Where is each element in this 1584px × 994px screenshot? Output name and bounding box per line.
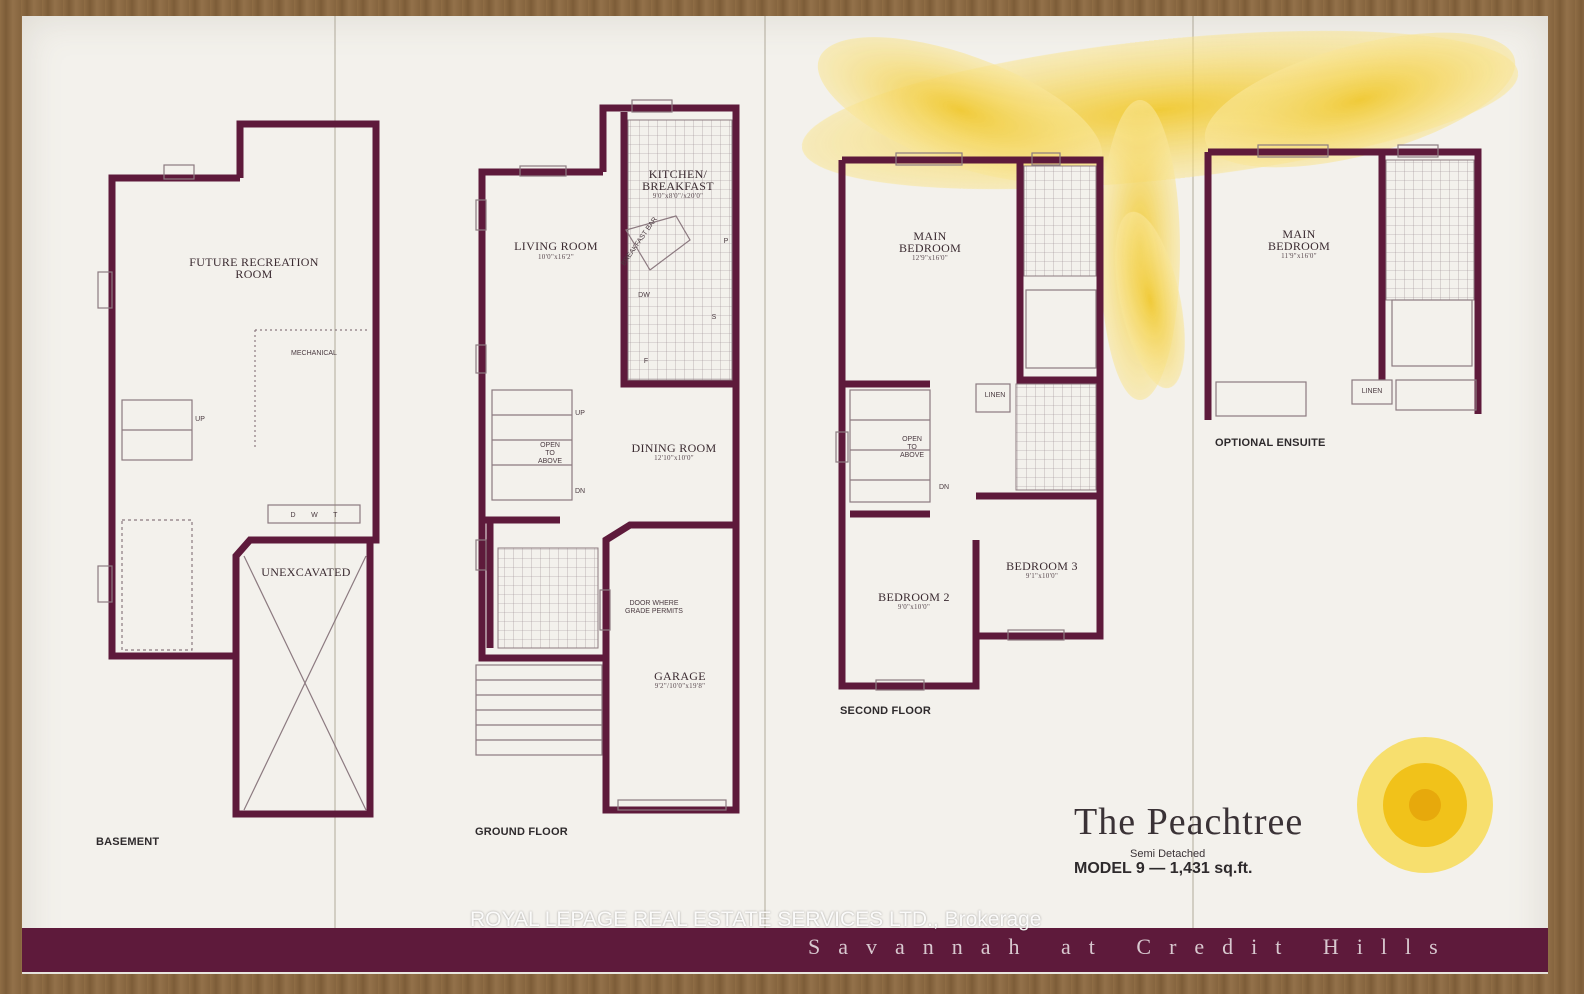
stair-up-ground: UP [575,410,585,417]
optional-ensuite-plan [1204,144,1482,420]
garage-dimensions: 9'2"/10'0"x19'8" [654,682,706,690]
door-where-grade-permits: DOOR WHERE GRADE PERMITS [625,600,683,615]
second-floor-plan [835,152,1104,691]
bedroom-3-dimensions: 9'1"x10'0" [1025,572,1059,580]
model-name: The Peachtree [1074,801,1304,843]
room-living: LIVING ROOM [514,239,598,253]
small-flower [1357,737,1493,873]
kitchen-dimensions: 9'0"x8'0"/x20'0" [652,192,704,200]
model-type: Semi Detached [1130,848,1206,860]
stair-down-ground: DN [574,488,586,495]
room-garage: GARAGE [654,669,706,683]
room-dining: DINING ROOM [631,441,717,455]
open-to-above-ground: OPEN TO ABOVE [537,442,563,465]
appliance-dishwasher: DW [638,292,650,299]
room-mechanical: MECHANICAL [291,350,337,357]
paper-fold [764,16,766,934]
appliance-fridge: F [643,358,649,365]
floor-label-ground: GROUND FLOOR [475,826,568,838]
model-size: MODEL 9 — 1,431 sq.ft. [1074,860,1253,877]
paper-fold [334,16,336,934]
paper-fold [1192,16,1194,934]
room-bedroom-2: BEDROOM 2 [878,590,950,604]
appliance-dwt: D W T [290,512,338,519]
stair-down-second: DN [938,484,950,491]
pantry-label: P [723,238,729,245]
room-kitchen-breakfast: KITCHEN/ BREAKFAST [642,167,714,193]
room-main-bedroom: MAIN BEDROOM [898,229,962,255]
community-name: Savannah at Credit Hills [808,934,1456,959]
room-unexcavated: UNEXCAVATED [261,565,351,579]
room-main-bedroom-optional: MAIN BEDROOM [1267,227,1331,253]
ground-floor-plan [475,99,740,814]
appliance-sink: S [711,314,717,321]
floor-label-basement: BASEMENT [96,836,160,848]
main-bedroom-dimensions: 12'9"x16'0" [911,254,949,262]
floor-label-second: SECOND FLOOR [840,705,932,717]
bottom-band [22,928,1548,972]
linen-closet-optional: LINEN [1361,388,1383,395]
dining-dimensions: 12'10"x10'0" [654,454,694,462]
basement-plan [97,120,380,818]
room-bedroom-3: BEDROOM 3 [1006,559,1078,573]
floor-label-optional: OPTIONAL ENSUITE [1215,437,1326,449]
bedroom-2-dimensions: 9'0"x10'0" [897,603,931,611]
living-dimensions: 10'0"x16'2" [537,253,575,261]
stair-up-basement: UP [195,416,205,423]
brokerage-watermark: ROYAL LEPAGE REAL ESTATE SERVICES LTD., … [470,908,1042,931]
open-to-above-second: OPEN TO ABOVE [899,436,925,459]
linen-closet-second: LINEN [984,392,1006,399]
main-bedroom-optional-dimensions: 11'9"x16'0" [1281,252,1317,260]
room-future-recreation: FUTURE RECREATION ROOM [189,255,319,281]
